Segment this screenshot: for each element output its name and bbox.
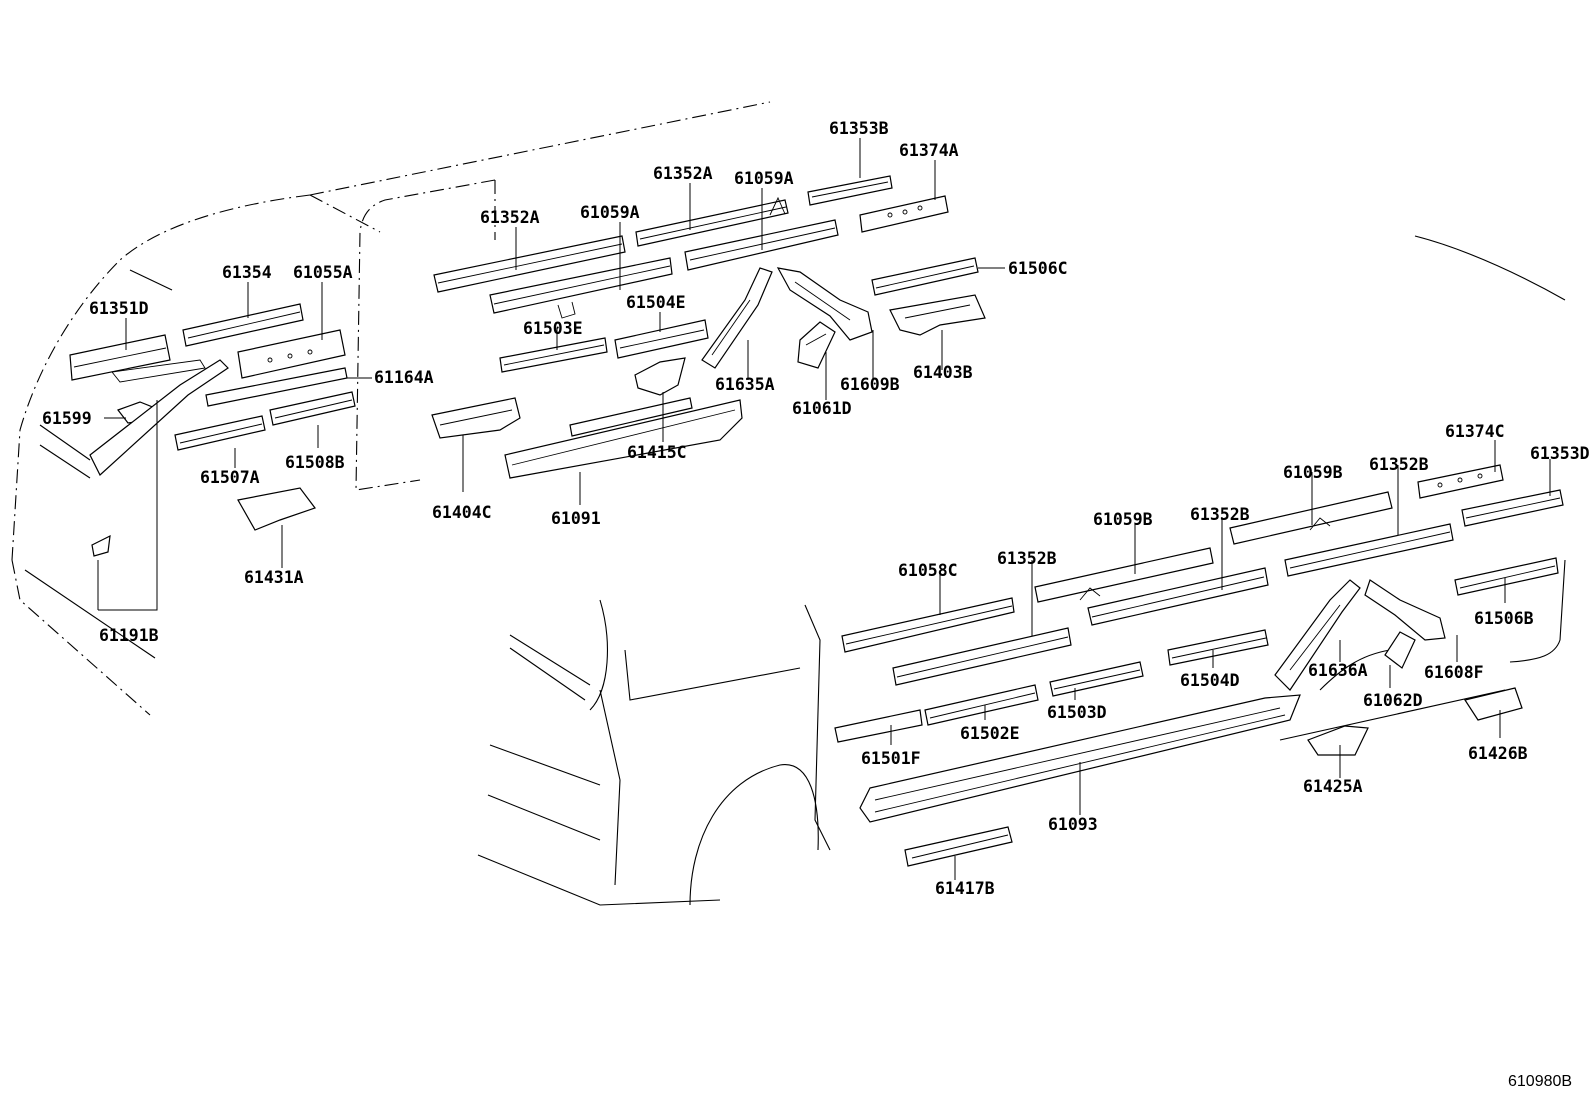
label-61425A: 61425A xyxy=(1303,777,1363,796)
label-61506B: 61506B xyxy=(1474,609,1534,628)
label-61061D: 61061D xyxy=(792,399,852,418)
label-61353B: 61353B xyxy=(829,119,889,138)
part-61062D xyxy=(1384,631,1416,669)
label-61352A-upper: 61352A xyxy=(653,164,713,183)
label-61352B-mid: 61352B xyxy=(1190,505,1250,524)
part-61058C xyxy=(841,597,1015,653)
part-61055A xyxy=(237,329,346,379)
label-61062D: 61062D xyxy=(1363,691,1423,710)
part-61506C xyxy=(871,257,979,296)
part-61504E xyxy=(614,319,709,359)
label-61636A: 61636A xyxy=(1308,661,1368,680)
label-61191B: 61191B xyxy=(99,626,159,645)
part-61354 xyxy=(182,303,304,347)
label-61352B-lower: 61352B xyxy=(997,549,1057,568)
label-61374A: 61374A xyxy=(899,141,959,160)
label-61403B: 61403B xyxy=(913,363,973,382)
part-61635A xyxy=(701,267,773,369)
part-61352B-mid xyxy=(1087,567,1269,626)
label-61508B: 61508B xyxy=(285,453,345,472)
part-61191B xyxy=(91,534,111,557)
label-61502E: 61502E xyxy=(960,724,1020,743)
part-61352A-lower xyxy=(433,235,626,293)
part-61059B-upper xyxy=(1229,491,1393,545)
part-61609B xyxy=(776,267,873,341)
part-61425A xyxy=(1307,725,1369,756)
diagram-code: 610980B xyxy=(1508,1073,1572,1090)
vehicle-outline xyxy=(11,101,1566,906)
label-61507A: 61507A xyxy=(200,468,260,487)
label-61426B: 61426B xyxy=(1468,744,1528,763)
label-61501F: 61501F xyxy=(861,749,921,768)
label-61059A-lower: 61059A xyxy=(580,203,640,222)
label-61609B: 61609B xyxy=(840,375,900,394)
label-61503E: 61503E xyxy=(523,319,583,338)
label-61164A: 61164A xyxy=(374,368,434,387)
part-61093 xyxy=(859,694,1301,823)
part-61636A xyxy=(1274,579,1361,691)
label-61374C: 61374C xyxy=(1445,422,1505,441)
label-61504E: 61504E xyxy=(626,293,686,312)
label-61093: 61093 xyxy=(1048,815,1098,834)
label-61417B: 61417B xyxy=(935,879,995,898)
part-61403B xyxy=(889,294,986,336)
label-61608F: 61608F xyxy=(1424,663,1484,682)
part-61503E xyxy=(499,337,608,373)
label-61506C: 61506C xyxy=(1008,259,1068,278)
part-61431A xyxy=(237,487,316,531)
part-61353D xyxy=(1461,489,1564,527)
label-61353D: 61353D xyxy=(1530,444,1590,463)
label-61404C: 61404C xyxy=(432,503,492,522)
part-61417B xyxy=(904,826,1013,867)
part-61059A-lower xyxy=(489,257,673,319)
part-61404C xyxy=(431,397,521,439)
part-61091 xyxy=(504,397,743,479)
part-61608F xyxy=(1364,579,1446,641)
part-pillar-left xyxy=(89,359,229,476)
label-61059A-upper: 61059A xyxy=(734,169,794,188)
label-61431A: 61431A xyxy=(244,568,304,587)
part-61374C xyxy=(1417,464,1504,499)
part-61502E xyxy=(924,684,1039,726)
part-61351D xyxy=(69,334,171,381)
label-61058C: 61058C xyxy=(898,561,958,580)
part-61352B-upper xyxy=(1284,523,1454,577)
part-61507A xyxy=(174,415,266,451)
label-61059B-upper: 61059B xyxy=(1283,463,1343,482)
part-61353B xyxy=(807,175,893,206)
label-61059B-lower: 61059B xyxy=(1093,510,1153,529)
label-61055A: 61055A xyxy=(293,263,353,282)
part-61503D xyxy=(1049,661,1144,697)
part-61415C xyxy=(634,357,686,396)
label-61352A-lower: 61352A xyxy=(480,208,540,227)
parts xyxy=(69,175,1564,867)
part-61059B-lower xyxy=(1034,547,1214,603)
part-61501F xyxy=(834,709,923,743)
label-61635A: 61635A xyxy=(715,375,775,394)
part-labels: 61353B 61374A 61352A 61059A 61352A 61059… xyxy=(42,119,1590,898)
part-61061D xyxy=(797,321,836,369)
part-61374A xyxy=(859,195,949,233)
label-61415C: 61415C xyxy=(627,443,687,462)
label-61091: 61091 xyxy=(551,509,601,528)
label-61351D: 61351D xyxy=(89,299,149,318)
part-61504D xyxy=(1167,629,1269,666)
part-61426B xyxy=(1464,687,1523,721)
part-61352B-lower xyxy=(892,627,1072,686)
leader-lines xyxy=(97,138,1551,880)
part-61508B xyxy=(269,391,356,426)
part-61506B xyxy=(1454,557,1559,596)
label-61599: 61599 xyxy=(42,409,92,428)
label-61504D: 61504D xyxy=(1180,671,1240,690)
label-61352B-upper: 61352B xyxy=(1369,455,1429,474)
label-61503D: 61503D xyxy=(1047,703,1107,722)
label-61354: 61354 xyxy=(222,263,272,282)
